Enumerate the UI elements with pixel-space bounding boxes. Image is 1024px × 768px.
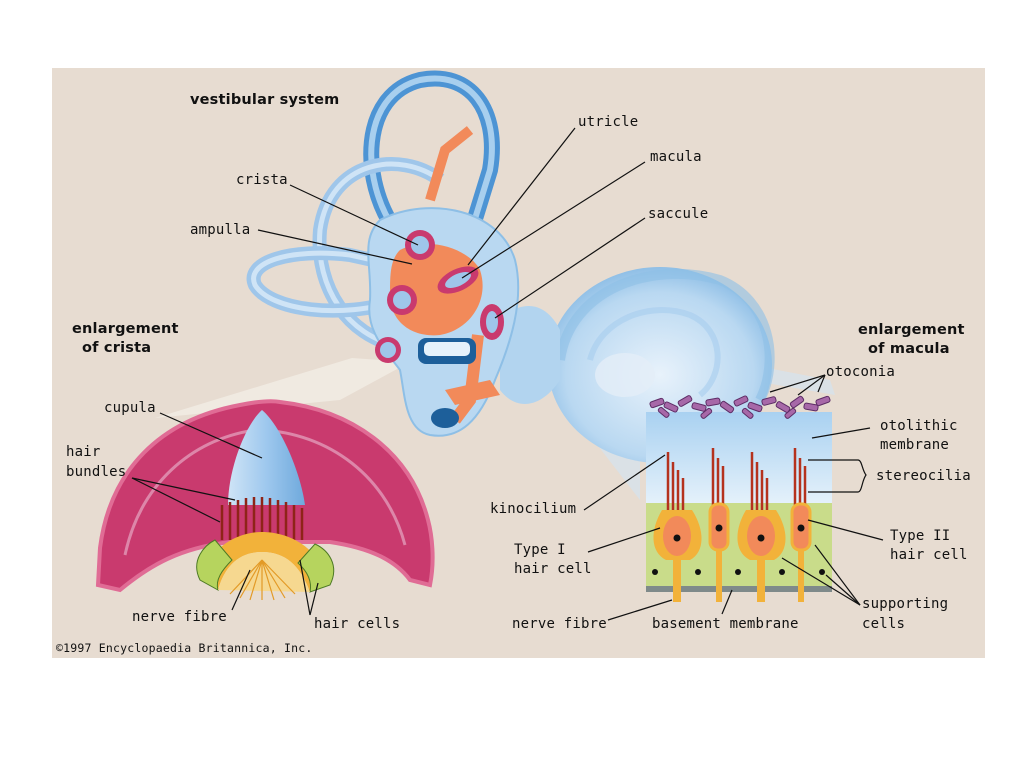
- stereocilia-label: stereocilia: [876, 468, 971, 484]
- hair-bundles-label-line1: hair: [66, 444, 101, 460]
- hair-bundles-label-line2: bundles: [66, 464, 127, 480]
- otolithic-membrane-label-line2: membrane: [880, 437, 950, 453]
- enlargement-macula-line1: enlargement: [858, 322, 965, 338]
- crista-enlargement: [95, 399, 435, 601]
- basement-membrane-label: basement membrane: [652, 616, 799, 632]
- ampulla-label: ampulla: [190, 222, 251, 238]
- crista-label: crista: [236, 172, 288, 188]
- enlargement-crista-line2: of crista: [82, 340, 152, 356]
- saccule-label: saccule: [648, 206, 709, 222]
- type-one-label-line2: hair cell: [514, 561, 592, 577]
- otolithic-membrane-label-line1: otolithic: [880, 418, 958, 434]
- type-one-label-line1: Type I: [514, 542, 566, 558]
- type-one-hair-cells: [653, 510, 786, 602]
- type-two-hair-cells: [708, 502, 812, 602]
- type-two-label-line1: Type II: [890, 528, 951, 544]
- nerve-fibre-right-label: nerve fibre: [512, 616, 607, 632]
- macula-label: macula: [650, 149, 702, 165]
- vestibular-system-title: vestibular system: [190, 92, 340, 108]
- supporting-cells-label-line1: supporting: [862, 596, 949, 612]
- nerve-fibre-left-label: nerve fibre: [132, 609, 227, 625]
- cupula-label: cupula: [104, 400, 156, 416]
- hair-cells-label: hair cells: [314, 616, 401, 632]
- semicircular-canals: [246, 70, 500, 352]
- vestibule: [367, 126, 520, 437]
- copyright-notice: ©1997 Encyclopaedia Britannica, Inc.: [56, 641, 313, 655]
- otoconia-label: otoconia: [826, 364, 896, 380]
- macula-enlargement: [646, 395, 832, 602]
- enlargement-macula-line2: of macula: [868, 341, 950, 357]
- crista-projection-cone: [155, 358, 410, 418]
- supporting-cells-label-line2: cells: [862, 616, 906, 632]
- enlargement-crista-line1: enlargement: [72, 321, 179, 337]
- kinocilium-label: kinocilium: [490, 501, 577, 517]
- type-two-label-line2: hair cell: [890, 547, 968, 563]
- leader-lines: [131, 127, 884, 621]
- utricle-label: utricle: [578, 114, 639, 130]
